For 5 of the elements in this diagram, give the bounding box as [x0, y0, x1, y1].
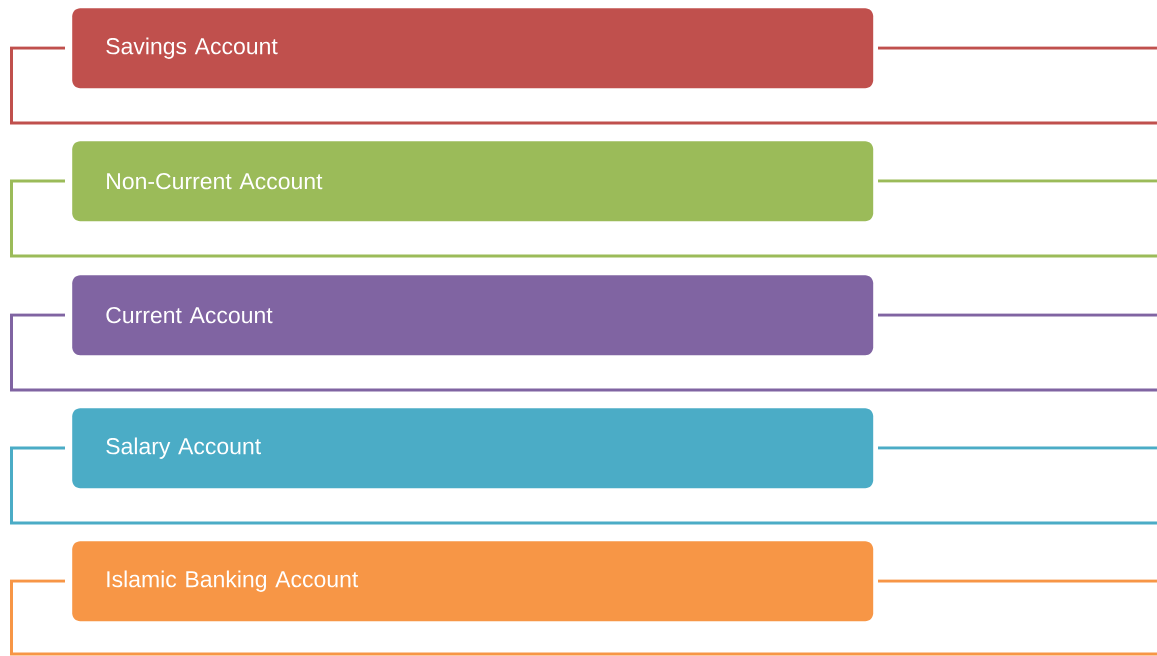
- account-box: Current Account: [72, 275, 874, 356]
- account-box: Savings Account: [72, 8, 874, 89]
- account-box: Islamic Banking Account: [72, 541, 874, 622]
- account-box: Non-Current Account: [72, 141, 874, 222]
- account-box: Salary Account: [72, 408, 874, 489]
